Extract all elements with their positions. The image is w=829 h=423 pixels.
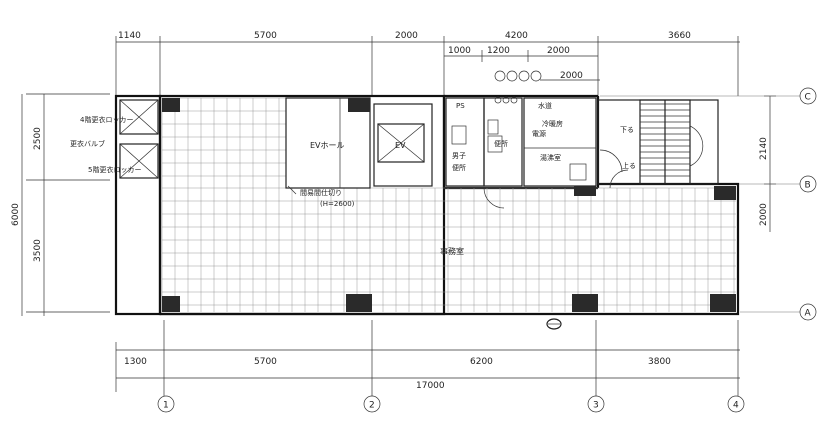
stairs-down: 下る [620,126,634,134]
dim-bottom-2: 5700 [254,357,277,367]
room-wc-left: 便所 [452,163,466,172]
left-shafts [119,99,159,179]
dim-top-5: 3660 [668,31,691,41]
room-ev-hall: EVホール [310,141,345,150]
note-floor5: 5階更衣ロッカー [88,165,141,174]
stairs-up: 上る [622,161,636,170]
note-partition-height: (H=2600) [320,200,355,208]
stairwell [639,99,691,185]
dim-top-sub-1: 1000 [448,46,471,56]
svg-text:B: B [805,181,811,191]
room-ps: PS [456,102,465,110]
grid-bubble-c: C [799,87,817,105]
entrance-symbol [546,318,562,330]
bottom-dimension-line: 1300 5700 6200 3800 17000 [115,320,740,396]
room-wc-center: 便所 [494,139,508,148]
svg-text:C: C [805,93,811,103]
room-hall-top: 水道 [538,101,552,110]
room-cooling2: 電源 [532,129,546,138]
room-cooling: 冷暖房 [542,119,563,128]
right-dimension-line: 2140 2000 [759,95,776,232]
dim-left-1: 2500 [33,127,43,150]
restroom-block [445,96,523,187]
grid-bubble-a: A [799,303,817,321]
grid-bubble-4: 4 [727,395,745,413]
grid-lines-horizontal [600,95,800,313]
elevator [373,103,433,187]
svg-text:2: 2 [369,401,375,411]
note-partition: 間易間仕切り [300,188,342,197]
ev-hall [285,97,371,189]
dim-right-2: 2000 [759,203,769,226]
room-main-office: 事務室 [440,246,464,256]
left-dimension-line: 2500 3500 6000 [11,93,110,316]
grid-bubble-b: B [799,175,817,193]
dim-top-1: 1140 [118,31,141,41]
dim-bottom-1: 1300 [124,357,147,367]
dim-bottom-total: 17000 [416,381,445,391]
dim-top-sub-4: 2000 [560,71,583,81]
dim-bottom-4: 3800 [648,357,671,367]
note-valve: 更衣バルブ [70,139,105,148]
room-male-wc: 男子 [452,152,466,160]
grid-bubble-1: 1 [157,395,175,413]
dim-top-sub-2: 1200 [487,46,510,56]
dim-top-4: 4200 [505,31,528,41]
note-floor4: 4階更衣ロッカー [80,115,133,124]
dim-left-total: 6000 [11,203,21,226]
top-dimension-line: 1140 5700 2000 4200 3660 1000 1200 2000 [115,31,740,96]
dim-top-sub-3: 2000 [547,46,570,56]
office-tile-grid [161,97,736,312]
dim-top-3: 2000 [395,31,418,41]
grid-bubble-2: 2 [363,395,381,413]
svg-text:1: 1 [163,401,169,411]
dim-left-2: 3500 [33,239,43,262]
storage-room [523,97,597,187]
svg-text:3: 3 [593,401,599,411]
room-water-heater: 湯沸室 [540,153,561,162]
dim-top-2: 5700 [254,31,277,41]
svg-text:A: A [805,309,812,319]
fixture-circles [494,70,600,82]
grid-bubble-3: 3 [587,395,605,413]
svg-text:4: 4 [733,401,739,411]
building-outline [114,94,740,316]
dim-right-1: 2140 [759,137,769,160]
room-ev: EV [395,141,406,150]
column-markers [162,98,736,312]
dim-bottom-3: 6200 [470,357,493,367]
